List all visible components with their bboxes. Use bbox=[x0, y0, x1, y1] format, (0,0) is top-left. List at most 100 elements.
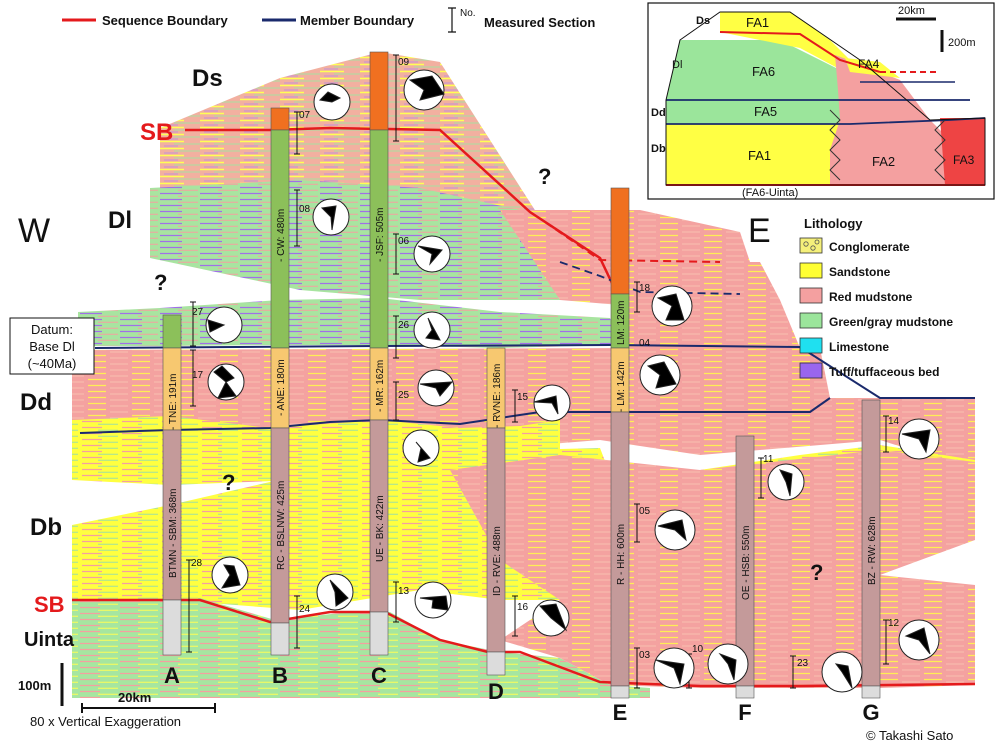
lithology-green-mudstone: Green/gray mudstone bbox=[799, 312, 953, 329]
section-11: 11 bbox=[763, 454, 774, 465]
rose-13-icon bbox=[414, 581, 452, 619]
section-27: 27 bbox=[192, 307, 204, 318]
rose-10-icon bbox=[707, 643, 749, 685]
section-24: 24 bbox=[299, 604, 311, 615]
lithology-sandstone: Sandstone bbox=[799, 262, 891, 279]
dl-label: Dl bbox=[108, 207, 132, 234]
inset-fa6: FA6 bbox=[752, 64, 775, 79]
unit-labels: W E Ds Dl Dd Db Uinta SB SB ? ? ? ? bbox=[18, 65, 823, 651]
column-A-name-1: - TNE: 191m bbox=[168, 374, 179, 431]
inset-scale-h: 20km bbox=[898, 5, 925, 17]
inset-db: Db bbox=[651, 143, 666, 155]
column-D: - RVNE: 186m ID - RVE: 488m bbox=[486, 347, 506, 676]
boundary-legend: Sequence Boundary Member Boundary No. Me… bbox=[62, 7, 595, 33]
inset-fa4: FA4 bbox=[858, 57, 880, 71]
column-letter-E: E bbox=[613, 700, 628, 725]
member-boundary-dd bbox=[79, 397, 831, 434]
legend-no: No. bbox=[460, 8, 476, 19]
section-09: 09 bbox=[398, 57, 410, 68]
question-4: ? bbox=[810, 560, 823, 585]
rose-24-icon bbox=[316, 573, 354, 611]
rose-misc-icon bbox=[402, 429, 440, 467]
legend-sequence-boundary: Sequence Boundary bbox=[102, 13, 228, 28]
rose-27-icon bbox=[205, 306, 243, 344]
lithology-limestone: Limestone bbox=[799, 337, 889, 354]
column-C-name-3: UE - BK: 422m bbox=[375, 495, 386, 562]
boundary-lines bbox=[72, 126, 976, 688]
column-G-name-1: BZ - RW: 628m bbox=[867, 516, 878, 585]
sb-top-label: SB bbox=[140, 119, 173, 146]
lithology-label-3: Green/gray mudstone bbox=[829, 315, 953, 329]
inset-dl: Dl bbox=[672, 59, 682, 71]
rose-04-icon bbox=[639, 354, 681, 396]
sequence-boundary-top bbox=[185, 126, 622, 301]
db-label: Db bbox=[30, 514, 62, 541]
column-F-name-1: OE - HSB: 550m bbox=[741, 526, 752, 600]
lithology-tuff: Tuff/tuffaceous bed bbox=[799, 362, 939, 379]
dd-label: Dd bbox=[20, 389, 52, 416]
column-D-name-1: - RVNE: 186m bbox=[492, 364, 503, 428]
section-05: 05 bbox=[639, 506, 651, 517]
section-25: 25 bbox=[398, 390, 410, 401]
legend-measured-section: Measured Section bbox=[484, 15, 595, 30]
rose-05-icon bbox=[654, 509, 696, 551]
rose-08-icon bbox=[312, 198, 350, 236]
lithology-label-2: Red mudstone bbox=[829, 290, 913, 304]
measured-section-icon bbox=[448, 7, 456, 33]
scale-bars: 100m 20km 80 x Vertical Exaggeration bbox=[18, 663, 216, 729]
vertical-exaggeration: 80 x Vertical Exaggeration bbox=[30, 714, 181, 729]
inset-ds: Ds bbox=[696, 15, 710, 27]
section-06: 06 bbox=[398, 236, 410, 247]
ds-label: Ds bbox=[192, 65, 223, 92]
inset-scale-v: 200m bbox=[948, 37, 976, 49]
rose-11-icon bbox=[767, 463, 805, 501]
sequence-boundary-dashed bbox=[544, 221, 721, 263]
measured-section-numbers: 27 17 28 07 08 24 09 06 26 25 13 15 16 1… bbox=[191, 57, 900, 669]
rose-25-icon bbox=[417, 369, 455, 407]
column-A: - TNE: 191m BTMN - SBM: 368m bbox=[162, 314, 182, 656]
measured-sections bbox=[186, 54, 889, 689]
section-28: 28 bbox=[191, 558, 203, 569]
section-18: 18 bbox=[639, 283, 651, 294]
question-3: ? bbox=[222, 470, 235, 495]
section-10: 10 bbox=[692, 644, 704, 655]
column-A-name-2: BTMN - SBM: 368m bbox=[168, 489, 179, 578]
section-15: 15 bbox=[517, 392, 529, 403]
rose-26-icon bbox=[413, 311, 451, 349]
section-07: 07 bbox=[299, 110, 311, 121]
rose-17-icon bbox=[207, 363, 245, 401]
scale-horizontal-label: 20km bbox=[118, 690, 151, 705]
east-label: E bbox=[748, 212, 771, 250]
column-letter-D: D bbox=[488, 679, 504, 704]
question-2: ? bbox=[154, 270, 167, 295]
datum-box: Datum: Base Dl (~40Ma) bbox=[9, 317, 95, 375]
section-12: 12 bbox=[888, 618, 900, 629]
uinta-unit bbox=[72, 598, 650, 698]
section-04: 04 bbox=[639, 338, 651, 349]
section-26: 26 bbox=[398, 320, 410, 331]
inset-fa3: FA3 bbox=[953, 153, 975, 167]
inset-fa1-top: FA1 bbox=[746, 15, 769, 30]
column-B-name-1: - CW: 480m bbox=[276, 209, 287, 262]
rose-03-icon bbox=[653, 647, 695, 689]
section-08: 08 bbox=[299, 204, 311, 215]
inset-fa5: FA5 bbox=[754, 104, 777, 119]
lithology-label-4: Limestone bbox=[829, 340, 889, 354]
lithology-title: Lithology bbox=[804, 216, 863, 231]
section-17: 17 bbox=[192, 370, 204, 381]
column-letter-F: F bbox=[738, 700, 751, 725]
rose-14-icon bbox=[898, 418, 940, 460]
inset-fa1-bottom: FA1 bbox=[748, 148, 771, 163]
column-letter-A: A bbox=[164, 663, 180, 688]
rose-16-icon bbox=[532, 599, 570, 637]
copyright: © Takashi Sato bbox=[866, 728, 953, 743]
scale-vertical-label: 100m bbox=[18, 678, 51, 693]
inset-dd: Dd bbox=[651, 107, 666, 119]
west-label: W bbox=[18, 212, 50, 250]
rose-07-icon bbox=[313, 83, 351, 121]
member-boundary-dashed bbox=[559, 261, 741, 295]
rose-18-icon bbox=[651, 285, 693, 327]
column-letter-B: B bbox=[272, 663, 288, 688]
rose-diagrams bbox=[205, 69, 940, 693]
question-1: ? bbox=[538, 164, 551, 189]
